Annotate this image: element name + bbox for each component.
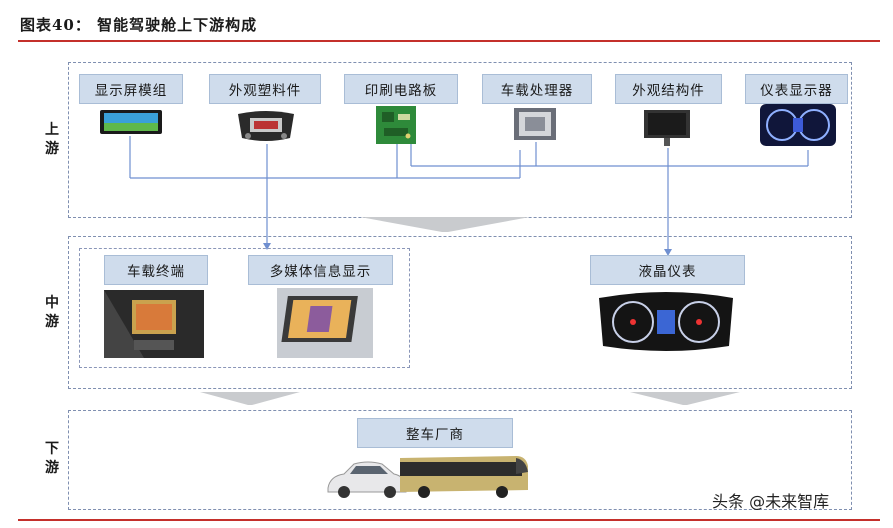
upstream-label: 上游 <box>45 122 59 157</box>
pcb-image <box>376 106 416 144</box>
vehicle-terminal-image <box>104 290 204 358</box>
structural-parts-image <box>644 110 690 146</box>
processor-image <box>514 108 556 140</box>
node-instrument-display: 仪表显示器 <box>745 74 848 104</box>
instrument-display-image <box>760 104 836 146</box>
node-plastic-parts: 外观塑料件 <box>209 74 321 104</box>
node-oem-automaker: 整车厂商 <box>357 418 513 448</box>
plastic-parts-image <box>238 111 294 141</box>
bottom-divider <box>18 519 880 521</box>
node-display-module: 显示屏模组 <box>79 74 183 104</box>
node-lcd-instrument: 液晶仪表 <box>590 255 745 285</box>
car-image <box>327 461 407 498</box>
lcd-instrument-image <box>599 292 733 351</box>
node-pcb: 印刷电路板 <box>344 74 458 104</box>
midstream-section <box>68 236 852 389</box>
title-divider <box>18 40 880 42</box>
display-module-image <box>100 110 162 134</box>
figure-title: 图表40： 智能驾驶舱上下游构成 <box>20 16 258 34</box>
watermark: 头条 @未来智库 <box>712 492 830 511</box>
midstream-label: 中游 <box>45 295 59 330</box>
multimedia-display-image <box>277 288 373 358</box>
node-multimedia-display: 多媒体信息显示 <box>248 255 393 285</box>
downstream-label: 下游 <box>45 441 59 476</box>
midstream-terminal-group <box>79 248 410 368</box>
node-processor: 车载处理器 <box>482 74 592 104</box>
node-structural-parts: 外观结构件 <box>615 74 722 104</box>
downstream-section <box>68 410 852 510</box>
bus-image <box>400 456 528 498</box>
node-vehicle-terminal: 车载终端 <box>104 255 208 285</box>
